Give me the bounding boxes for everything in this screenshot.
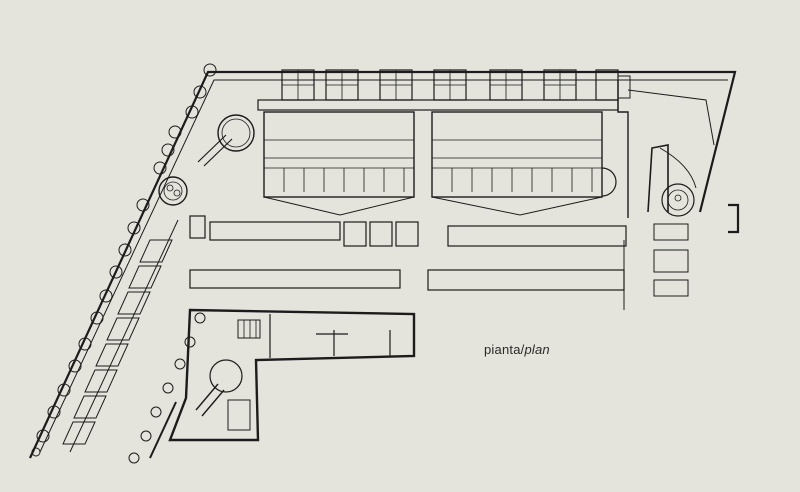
site-boundary — [29, 70, 740, 459]
top-bay-row — [257, 69, 619, 111]
plan-caption: pianta/plan — [484, 342, 550, 357]
perimeter-bays — [62, 219, 179, 453]
garden-roundel — [158, 176, 188, 206]
caption-main: pianta/ — [484, 342, 525, 357]
tree-row — [31, 63, 217, 457]
right-annex — [647, 144, 697, 297]
middle-bands — [189, 215, 627, 310]
caption-italic: plan — [524, 342, 550, 357]
upper-wings — [263, 75, 715, 218]
lower-building — [168, 308, 416, 442]
planters — [128, 312, 206, 464]
round-pavilion — [197, 114, 255, 167]
